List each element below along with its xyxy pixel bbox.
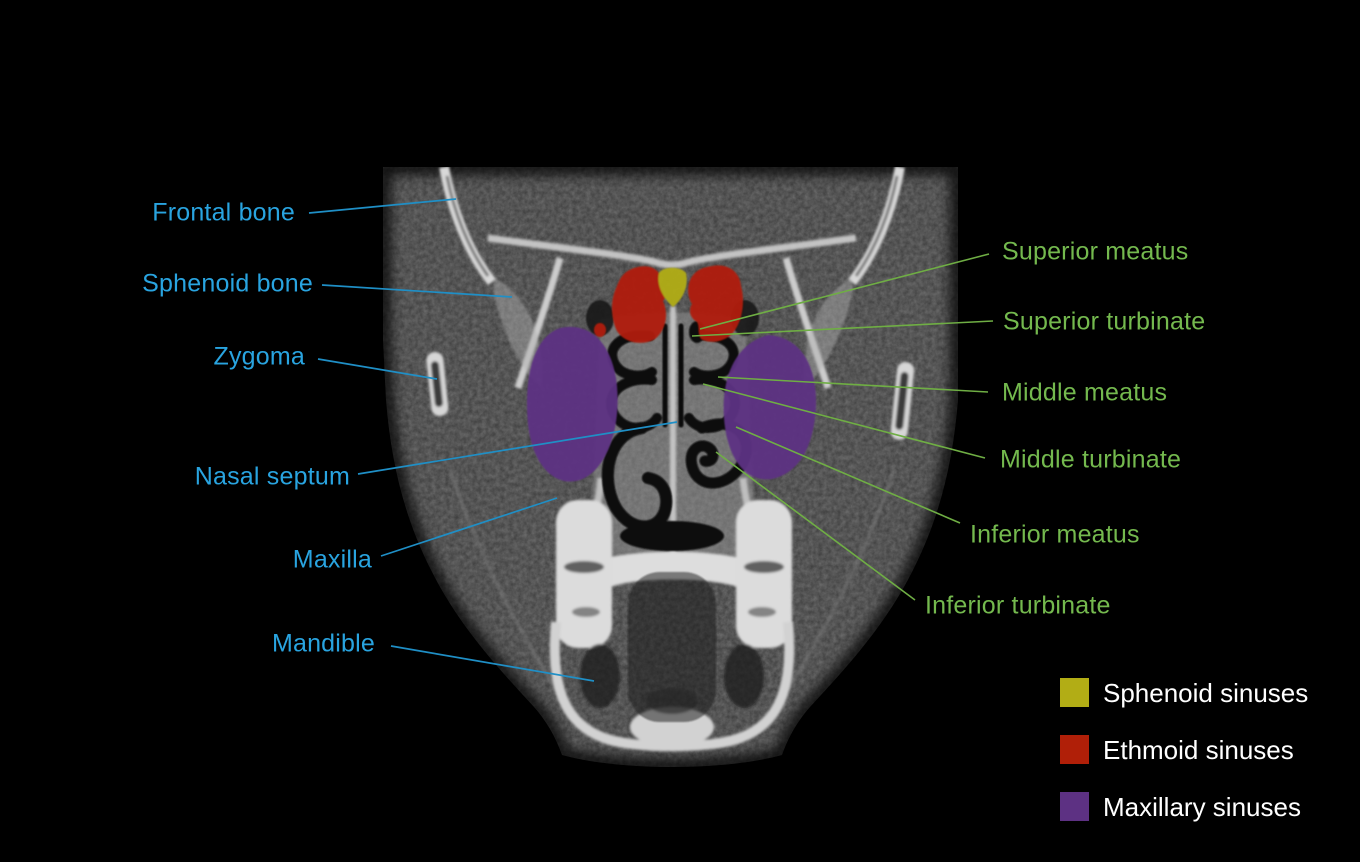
label-superior-turbinate: Superior turbinate: [1003, 307, 1206, 336]
label-frontal-bone: Frontal bone: [152, 198, 295, 227]
leader-inferior-turbinate: [715, 451, 916, 601]
label-nasal-septum: Nasal septum: [194, 462, 350, 491]
leader-lines: [308, 198, 994, 682]
leader-frontal-bone: [308, 198, 457, 214]
legend-label-sphenoid-sinuses: Sphenoid sinuses: [1103, 677, 1309, 708]
leader-inferior-meatus: [735, 426, 961, 524]
leader-mandible: [390, 645, 595, 682]
leader-superior-meatus: [699, 253, 990, 330]
legend-label-ethmoid-sinuses: Ethmoid sinuses: [1103, 734, 1294, 765]
leader-maxilla: [380, 497, 558, 557]
sphenoid-sinus-overlay: [658, 267, 687, 307]
ethmoid-sinus-overlay-right: [688, 265, 743, 342]
legend-row-maxillary: Maxillary sinuses: [1060, 792, 1301, 821]
label-middle-meatus: Middle meatus: [1002, 378, 1168, 407]
leader-superior-turbinate: [691, 320, 994, 337]
legend-row-ethmoid: Ethmoid sinuses: [1060, 735, 1294, 764]
leader-middle-meatus: [717, 376, 989, 393]
label-sphenoid-bone: Sphenoid bone: [142, 269, 313, 298]
leader-nasal-septum: [357, 421, 678, 475]
ethmoid-sinus-overlay-dot: [594, 323, 606, 337]
legend-label-maxillary-sinuses: Maxillary sinuses: [1103, 791, 1301, 822]
label-zygoma: Zygoma: [213, 342, 305, 371]
legend-row-sphenoid: Sphenoid sinuses: [1060, 678, 1308, 707]
label-inferior-meatus: Inferior meatus: [970, 520, 1140, 549]
legend-swatch-maxillary-sinuses: [1060, 792, 1089, 821]
leader-sphenoid-bone: [321, 284, 513, 298]
legend-swatch-ethmoid-sinuses: [1060, 735, 1089, 764]
label-maxilla: Maxilla: [292, 545, 372, 574]
ct-bones: [426, 167, 915, 752]
legend-swatch-sphenoid-sinuses: [1060, 678, 1089, 707]
ct-air-spaces: [586, 300, 759, 722]
ethmoid-sinus-overlay-left: [611, 266, 667, 343]
label-middle-turbinate: Middle turbinate: [1000, 445, 1182, 474]
leader-zygoma: [317, 358, 438, 380]
label-mandible: Mandible: [271, 629, 375, 658]
label-inferior-turbinate: Inferior turbinate: [925, 591, 1111, 620]
maxillary-sinus-overlay-right: [723, 335, 817, 480]
leader-middle-turbinate: [702, 383, 986, 459]
label-superior-meatus: Superior meatus: [1002, 237, 1189, 266]
